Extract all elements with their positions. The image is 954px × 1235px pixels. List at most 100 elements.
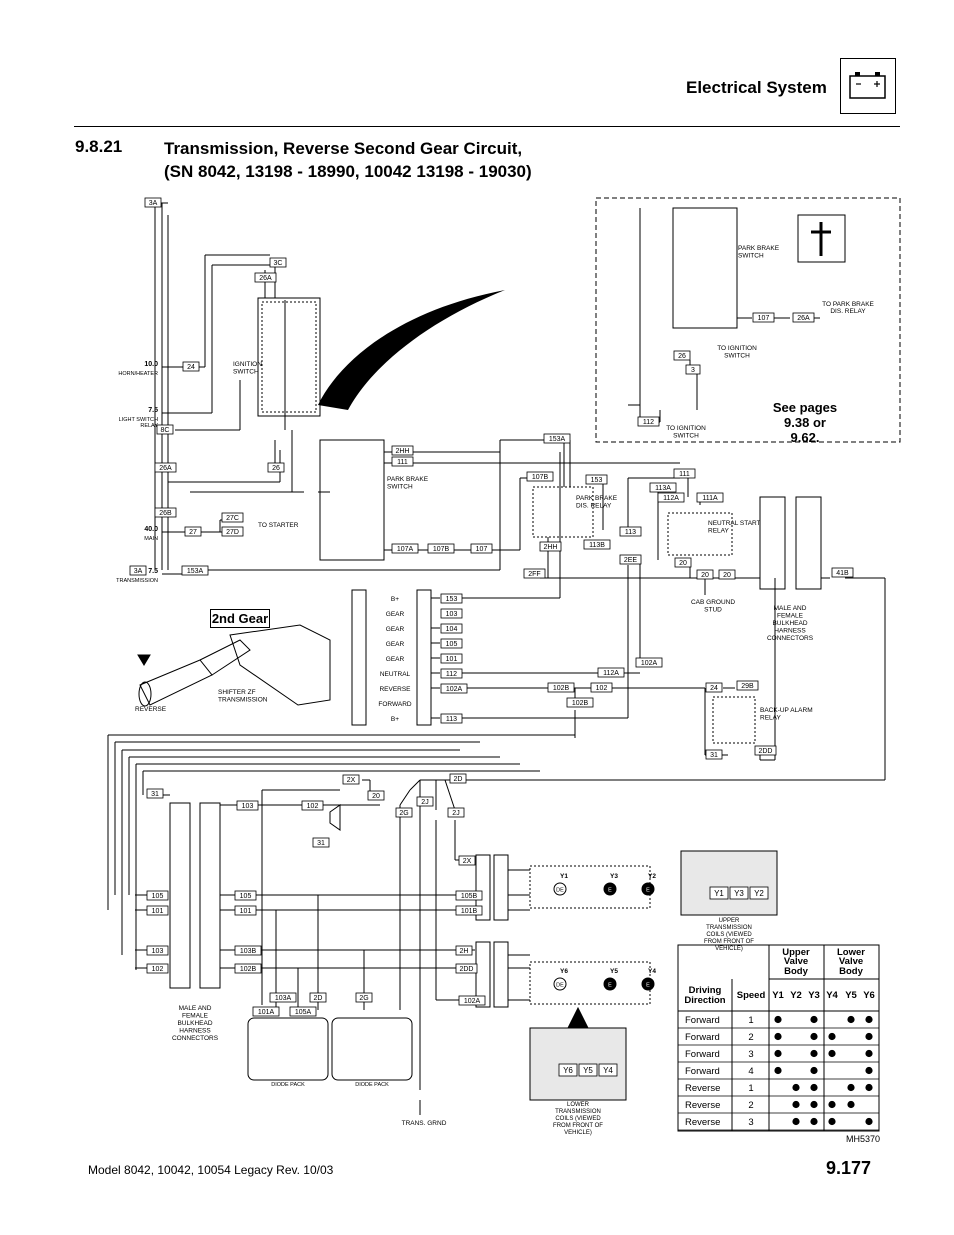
wire-tag-box bbox=[470, 543, 493, 554]
wire-tag-box bbox=[590, 682, 613, 693]
table-dot bbox=[828, 1117, 836, 1126]
wire-tag: 3A bbox=[149, 200, 158, 207]
table-group-upper: Valve bbox=[784, 956, 808, 967]
wire-tag: 107A bbox=[397, 546, 414, 553]
shifter-wire-tag-box bbox=[440, 653, 463, 664]
coil-type-label: E bbox=[608, 888, 612, 894]
wire-tag: 102A bbox=[464, 998, 481, 1005]
wire-tag: 102 bbox=[152, 966, 164, 973]
shifter-wire-tag: 153 bbox=[446, 596, 458, 603]
park-brake-dis-relay-label: PARK BRAKE bbox=[576, 495, 618, 502]
wire-tag-box bbox=[447, 807, 465, 818]
wire-tag: 112A bbox=[663, 495, 679, 502]
wire-tag: 102B bbox=[240, 966, 257, 973]
table-dot bbox=[865, 1049, 873, 1058]
wire-tag: 27 bbox=[189, 529, 197, 536]
table-group-upper: Body bbox=[784, 966, 808, 977]
table-group-lower: Body bbox=[839, 966, 863, 977]
fuse-amp: 10.0 bbox=[144, 361, 158, 368]
wire-tag-box bbox=[566, 697, 594, 708]
table-group-lower: Valve bbox=[839, 956, 863, 967]
shifter-label: SHIFTER ZF bbox=[218, 689, 256, 696]
wire-tag-box bbox=[597, 667, 625, 678]
wire-tag: 2EE bbox=[624, 557, 638, 564]
shifter-pin-label: B+ bbox=[391, 596, 399, 603]
wire-tag-box bbox=[129, 565, 147, 576]
coil-connector-icon bbox=[641, 882, 655, 896]
coil-connector-icon bbox=[553, 882, 567, 896]
wire-tag-box bbox=[267, 462, 285, 473]
park-brake-dis-relay-label: DIS. RELAY bbox=[576, 503, 612, 510]
table-dot bbox=[792, 1083, 800, 1092]
lower-coils-label: TRANSMISSION bbox=[555, 1109, 601, 1115]
wire-tag-box bbox=[146, 890, 169, 901]
shifter-wire-tag-box bbox=[440, 623, 463, 634]
photo-coil-label: Y3 bbox=[734, 889, 744, 898]
shifter-wire-tag: 105 bbox=[446, 641, 458, 648]
wire-tag-box bbox=[523, 568, 546, 579]
wire-tag-box bbox=[585, 474, 608, 485]
fuse-amp: 7.5 bbox=[148, 407, 158, 414]
bulkhead-lower-label: HARNESS bbox=[179, 1028, 211, 1035]
wire-tag: 2HH bbox=[395, 448, 409, 455]
wire-tag: 2D bbox=[314, 995, 323, 1002]
table-dot bbox=[847, 1083, 855, 1092]
wire-tag: 26B bbox=[159, 510, 172, 517]
table-dot bbox=[865, 1066, 873, 1075]
wire-tag: 102A bbox=[641, 660, 658, 667]
table-col-speed: Speed bbox=[737, 990, 766, 1001]
wire-tag-box bbox=[391, 445, 414, 456]
wire-tag: 101A bbox=[258, 1009, 275, 1016]
shifter-pin-label: REVERSE bbox=[379, 686, 411, 693]
table-cell-speed: 1 bbox=[748, 1015, 753, 1026]
header-rule bbox=[74, 126, 900, 127]
wire-tag: 26A bbox=[159, 465, 172, 472]
upper-coils-label: VEHICLE) bbox=[715, 946, 743, 952]
shifter-wire-tag: 104 bbox=[446, 626, 458, 633]
wire-tag-box bbox=[637, 416, 660, 427]
wire-tag-box bbox=[221, 512, 244, 523]
table-col-coil: Y5 bbox=[845, 990, 857, 1001]
wire-tag: 101 bbox=[240, 908, 252, 915]
wire-tag: 112A bbox=[603, 670, 619, 677]
wire-tag-box bbox=[455, 905, 483, 916]
wire-tag: 20 bbox=[679, 560, 687, 567]
fuse-amp: 7.5 bbox=[148, 568, 158, 575]
coil-connector-icon bbox=[603, 882, 617, 896]
wire-tag-box bbox=[696, 492, 724, 503]
wire-tag-box bbox=[269, 992, 297, 1003]
wire-tag: 105 bbox=[152, 893, 164, 900]
lower-coils-label: LOWER bbox=[567, 1102, 590, 1108]
wire-tag: 31 bbox=[710, 752, 718, 759]
bulkhead-lower-label: MALE AND bbox=[179, 1005, 212, 1012]
trans-grnd-label: TRANS. GRND bbox=[402, 1120, 447, 1127]
to-park-brake-relay-label: DIS. RELAY bbox=[830, 308, 866, 315]
table-cell-speed: 1 bbox=[748, 1083, 753, 1094]
wire-tag-box bbox=[455, 963, 478, 974]
wire-tag-box bbox=[736, 680, 759, 691]
photo-coil-label: Y2 bbox=[754, 889, 764, 898]
photo-coil-label: Y4 bbox=[603, 1066, 613, 1075]
wire-tag: 20 bbox=[723, 572, 731, 579]
photo-coil-tag bbox=[578, 1063, 598, 1077]
bulkhead-lower-label: CONNECTORS bbox=[172, 1035, 219, 1042]
wire-tag-box bbox=[395, 807, 413, 818]
photo-coil-tag bbox=[729, 886, 749, 900]
wire-tag-box bbox=[301, 800, 324, 811]
ignition-switch-label: IGNITION bbox=[233, 361, 262, 368]
wire-tag: 2HH bbox=[543, 544, 557, 551]
wire-tag-box bbox=[657, 492, 685, 503]
coil-label: Y6 bbox=[560, 968, 568, 975]
wire-tag-box bbox=[635, 657, 663, 668]
table-col-coil: Y1 bbox=[772, 990, 784, 1001]
wire-tag-box bbox=[649, 482, 677, 493]
wire-tag-box bbox=[234, 905, 257, 916]
photo-coil-tag bbox=[749, 886, 769, 900]
wire-tag: 111A bbox=[702, 495, 718, 502]
wire-tag: 2X bbox=[463, 858, 472, 865]
wire-tag: 24 bbox=[710, 685, 718, 692]
wire-tag: 26 bbox=[272, 465, 280, 472]
wire-tag: 113 bbox=[625, 529, 636, 536]
wire-tag: 113A bbox=[655, 485, 671, 492]
table-col-direction: Direction bbox=[684, 995, 725, 1006]
